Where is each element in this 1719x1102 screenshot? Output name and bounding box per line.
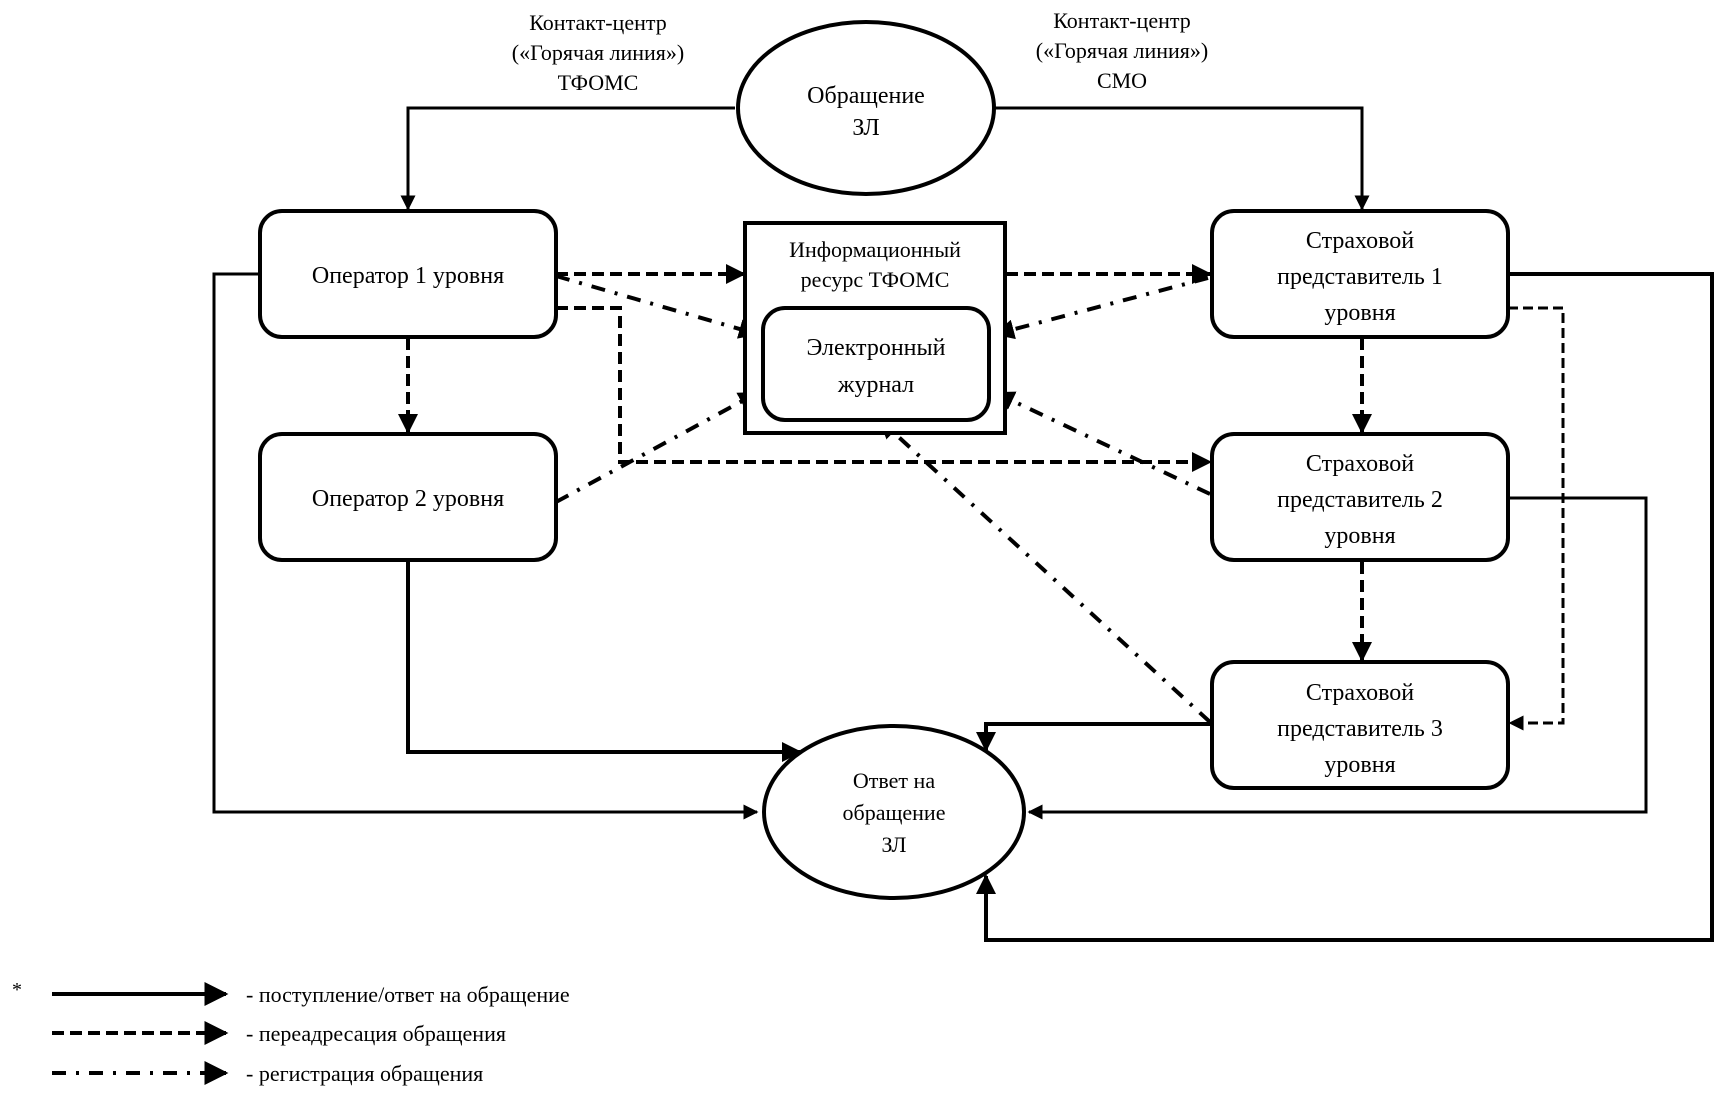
dashed-connectors xyxy=(398,264,1565,731)
agent-3-line-1: Страховой xyxy=(1306,680,1414,706)
agent-1-line-2: представитель 1 xyxy=(1277,264,1443,290)
info-resource-line-2: ресурс ТФОМС xyxy=(801,267,950,292)
legend-dashed-label: - переадресация обращения xyxy=(246,1021,506,1046)
edge-source-to-agent-1 xyxy=(993,106,1370,211)
channel-left-line-1: Контакт-центр xyxy=(529,10,667,35)
operator-1-box xyxy=(258,209,558,339)
legend: * - поступление/ответ на обращение - пер… xyxy=(12,979,570,1086)
edge-agent-3-to-journal xyxy=(878,418,1212,724)
solid-connectors xyxy=(212,106,1714,942)
edge-agent-1-to-journal xyxy=(994,276,1209,340)
legend-dashdot-label: - регистрация обращения xyxy=(246,1061,483,1086)
agent-1-box xyxy=(1210,209,1510,339)
edge-operator-1-to-journal xyxy=(555,274,759,339)
legend-item-dashdot: - регистрация обращения xyxy=(52,1061,483,1086)
edge-agent-2-to-answer xyxy=(1027,496,1648,820)
node-agent-2[interactable]: Страховой представитель 2 уровня xyxy=(1210,432,1510,562)
node-answer[interactable]: Ответ на обращение ЗЛ xyxy=(762,724,1026,900)
edge-operator-2-to-answer xyxy=(406,562,802,762)
node-operator-2[interactable]: Оператор 2 уровня xyxy=(258,432,558,562)
edge-agent-1-to-agent-3 xyxy=(1508,306,1565,731)
channel-right-line-2: («Горячая линия») xyxy=(1036,38,1208,63)
edge-operator-1-to-agent-2 xyxy=(556,306,1212,472)
agent-2-line-2: представитель 2 xyxy=(1277,487,1443,513)
channel-right-line-3: СМО xyxy=(1097,68,1147,93)
agent-3-box xyxy=(1210,660,1510,790)
edge-agent-1-to-answer xyxy=(976,272,1714,942)
legend-marker: * xyxy=(12,979,22,1001)
agent-1-line-3: уровня xyxy=(1324,300,1395,326)
edge-agent-3-to-answer xyxy=(976,722,1212,752)
edge-source-to-operator-1 xyxy=(400,106,735,211)
node-e-journal[interactable]: Электронный журнал xyxy=(761,306,991,422)
answer-label-line-3: ЗЛ xyxy=(882,832,907,857)
edge-agent-2-to-journal xyxy=(994,391,1211,496)
e-journal-box xyxy=(761,306,991,422)
dashdot-connectors xyxy=(555,274,1212,724)
request-ellipse xyxy=(736,20,996,196)
legend-solid-label: - поступление/ответ на обращение xyxy=(246,982,570,1007)
channel-label-smo: Контакт-центр («Горячая линия») СМО xyxy=(1036,8,1208,93)
channel-right-line-1: Контакт-центр xyxy=(1053,8,1191,33)
request-label-line-1: Обращение xyxy=(807,83,925,109)
agent-3-line-3: уровня xyxy=(1324,752,1395,778)
node-request[interactable]: Обращение ЗЛ xyxy=(736,20,996,196)
agent-3-line-2: представитель 3 xyxy=(1277,716,1443,742)
operator-1-label: Оператор 1 уровня xyxy=(312,263,504,289)
answer-label-line-2: обращение xyxy=(843,800,946,825)
legend-item-dashed: - переадресация обращения xyxy=(52,1021,506,1046)
agent-2-line-3: уровня xyxy=(1324,523,1395,549)
agent-2-box xyxy=(1210,432,1510,562)
operator-2-box xyxy=(258,432,558,562)
answer-ellipse xyxy=(762,724,1026,900)
channel-label-tfoms: Контакт-центр («Горячая линия») ТФОМС xyxy=(512,10,684,95)
agent-2-line-1: Страховой xyxy=(1306,451,1414,477)
operator-2-label: Оператор 2 уровня xyxy=(312,486,504,512)
answer-label-line-1: Ответ на xyxy=(853,768,935,793)
request-label-line-2: ЗЛ xyxy=(852,115,879,141)
edge-operator-2-to-journal xyxy=(555,391,759,504)
node-agent-3[interactable]: Страховой представитель 3 уровня xyxy=(1210,660,1510,790)
e-journal-line-2: журнал xyxy=(837,372,914,398)
channel-left-line-2: («Горячая линия») xyxy=(512,40,684,65)
edge-operator-1-to-answer xyxy=(212,272,759,820)
e-journal-line-1: Электронный xyxy=(807,335,946,361)
agent-1-line-1: Страховой xyxy=(1306,228,1414,254)
node-operator-1[interactable]: Оператор 1 уровня xyxy=(258,209,558,339)
channel-left-line-3: ТФОМС xyxy=(558,70,639,95)
info-resource-line-1: Информационный xyxy=(789,237,961,262)
node-agent-1[interactable]: Страховой представитель 1 уровня xyxy=(1210,209,1510,339)
legend-item-solid: - поступление/ответ на обращение xyxy=(52,982,570,1007)
